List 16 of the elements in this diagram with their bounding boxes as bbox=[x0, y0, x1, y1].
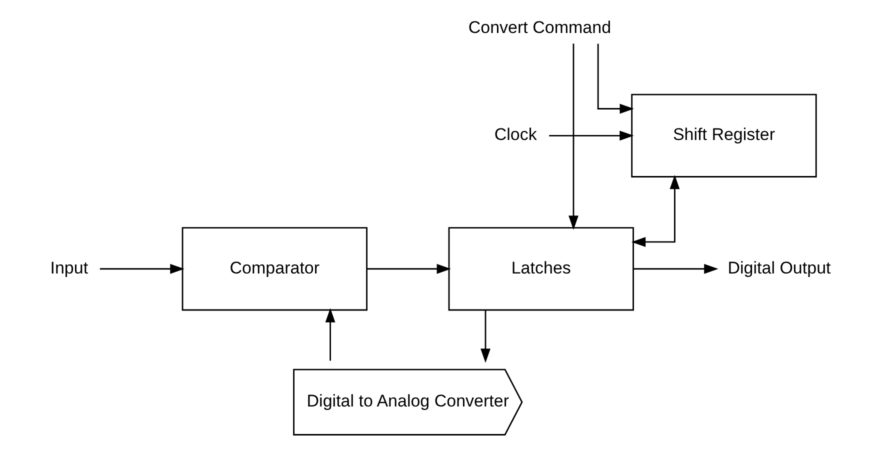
arrow bbox=[630, 174, 680, 247]
arrow bbox=[548, 130, 634, 141]
node-box: Shift Register bbox=[630, 94, 816, 178]
arrow bbox=[324, 308, 335, 361]
node-box: Comparator bbox=[181, 227, 367, 311]
arrow bbox=[568, 44, 578, 230]
node-text: Digital Output bbox=[727, 258, 830, 278]
node-box: Latches bbox=[448, 227, 634, 311]
arrow bbox=[99, 264, 184, 274]
node-text: Input bbox=[50, 258, 88, 278]
arrow bbox=[366, 264, 450, 274]
node-text: Clock bbox=[494, 125, 536, 144]
arrow bbox=[596, 44, 634, 114]
node-text: Convert Command bbox=[468, 18, 611, 38]
arrow bbox=[633, 264, 718, 274]
arrow bbox=[480, 310, 490, 363]
